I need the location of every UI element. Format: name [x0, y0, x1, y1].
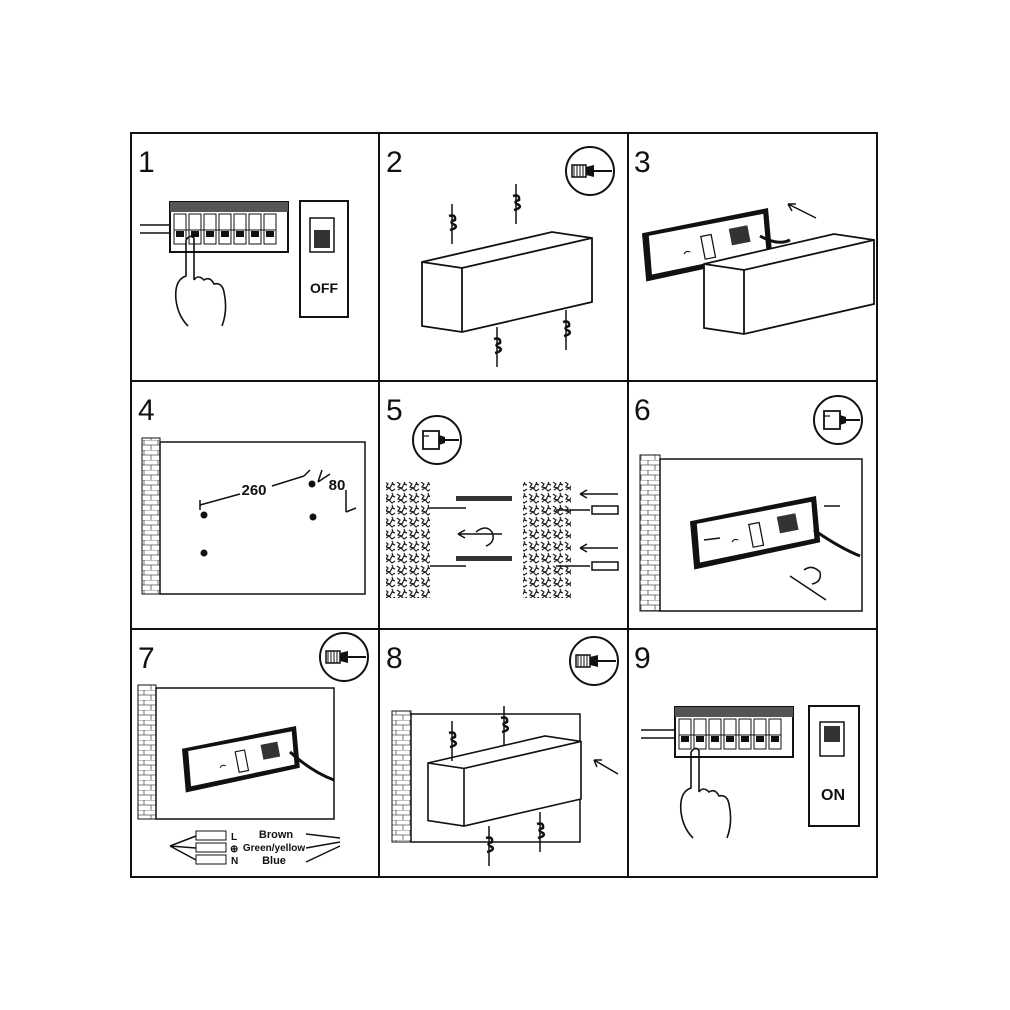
terminal-label: L — [231, 832, 237, 843]
switch-box: ON — [808, 705, 860, 827]
drill-icon — [412, 415, 462, 465]
wall-section-icon — [386, 482, 430, 598]
wire-label: Brown — [259, 829, 294, 841]
dimension-label: 80 — [329, 477, 346, 494]
step-2-panel: 2 — [386, 146, 615, 369]
drill-icon — [813, 395, 863, 445]
step-number: 7 — [138, 642, 155, 675]
step-3-panel: 3 — [634, 146, 875, 335]
wall-section-icon — [523, 482, 571, 598]
wiring-diagram: L ⊕ N Brown Green/yellow Blue — [169, 829, 341, 867]
step-number: 5 — [386, 394, 403, 427]
step-number: 2 — [386, 146, 403, 179]
step-number: 8 — [386, 642, 403, 675]
step-number: 3 — [634, 146, 651, 179]
screwdriver-icon — [319, 632, 369, 682]
step-number: 1 — [138, 146, 155, 179]
screwdriver-icon — [569, 636, 619, 686]
breaker-panel-icon — [169, 201, 289, 253]
step-8-panel: 8 — [386, 636, 619, 868]
brick-wall-icon — [141, 437, 161, 595]
dimension-label: 260 — [241, 482, 266, 499]
terminal-label: N — [231, 856, 238, 867]
switch-box: OFF — [299, 200, 349, 318]
step-number: 9 — [634, 642, 651, 675]
switch-state-label: ON — [821, 787, 845, 804]
brick-wall-icon — [639, 454, 661, 612]
step-6-panel: 6 — [634, 394, 863, 612]
step-1-panel: 1 OFF — [138, 146, 349, 327]
terminal-label: ⊕ — [230, 844, 238, 855]
step-5-panel: 5 — [386, 394, 619, 598]
step-number: 6 — [634, 394, 651, 427]
brick-wall-icon — [391, 710, 412, 843]
wire-label: Blue — [262, 855, 286, 867]
screwdriver-icon — [565, 146, 615, 196]
step-9-panel: 9 ON — [634, 642, 860, 839]
wall-surface — [159, 441, 366, 595]
step-number: 4 — [138, 394, 155, 427]
step-7-panel: 7 L ⊕ N Brown Green/yellow Blue — [137, 632, 369, 867]
brick-wall-icon — [137, 684, 157, 820]
step-4-panel: 4 260 80 — [138, 394, 366, 595]
wire-label: Green/yellow — [243, 843, 305, 854]
switch-state-label: OFF — [310, 280, 338, 296]
